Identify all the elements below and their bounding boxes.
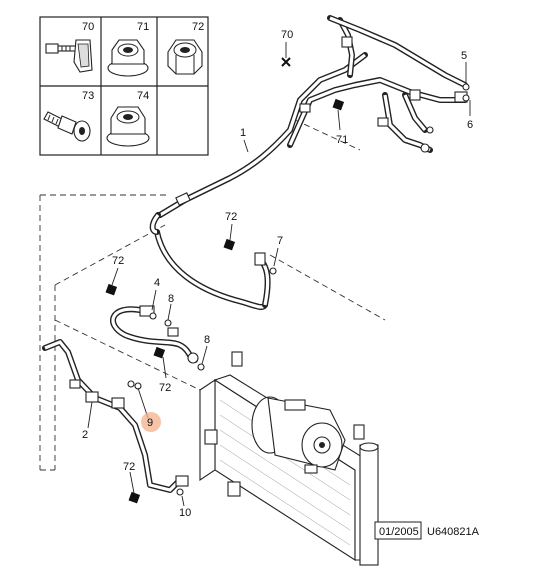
table-ref-73: 73 xyxy=(82,90,94,102)
callout-6: 6 xyxy=(467,119,473,131)
bolt-with-clip-icon xyxy=(45,39,93,73)
callouts: 70 71 5 6 1 72 7 72 4 8 8 72 2 9 72 10 xyxy=(82,29,473,519)
callout-10: 10 xyxy=(179,507,191,519)
callout-2: 2 xyxy=(82,429,88,441)
callout-71: 71 xyxy=(336,134,348,146)
table-ref-74: 74 xyxy=(137,90,149,102)
compressor xyxy=(251,396,346,474)
washers xyxy=(127,83,470,496)
hose-2 xyxy=(42,339,189,493)
flange-nut-icon xyxy=(107,39,149,77)
hose-1 xyxy=(149,15,468,311)
leader-lines xyxy=(87,42,471,507)
footer: 01/2005 U640821A xyxy=(374,521,480,540)
footer-date: 01/2005 xyxy=(379,526,419,538)
callout-70: 70 xyxy=(281,29,293,41)
callout-9: 9 xyxy=(147,417,153,429)
parts-table: 70 71 72 73 74 xyxy=(39,16,209,156)
table-ref-70: 70 xyxy=(82,21,94,33)
nut-markers xyxy=(105,57,345,504)
table-ref-71: 71 xyxy=(137,21,149,33)
callout-1: 1 xyxy=(240,127,246,139)
bolt-with-washer-icon xyxy=(43,111,91,142)
callout-72-middle: 72 xyxy=(159,382,171,394)
callout-7: 7 xyxy=(277,235,283,247)
highlight-marker xyxy=(141,412,161,432)
callout-8-upper: 8 xyxy=(168,293,174,305)
callout-72-upper: 72 xyxy=(225,211,237,223)
dashed-guide-lines xyxy=(39,119,386,471)
hex-nut-icon xyxy=(167,39,203,75)
hose-4 xyxy=(110,305,199,364)
footer-code: U640821A xyxy=(427,526,480,538)
callout-72-left: 72 xyxy=(112,255,124,267)
flange-nut-large-icon xyxy=(106,106,150,147)
callout-8-lower: 8 xyxy=(204,334,210,346)
callout-72-lower: 72 xyxy=(123,461,135,473)
callout-5: 5 xyxy=(461,50,467,62)
condenser xyxy=(199,351,379,566)
table-ref-72: 72 xyxy=(192,21,204,33)
callout-4: 4 xyxy=(154,277,160,289)
